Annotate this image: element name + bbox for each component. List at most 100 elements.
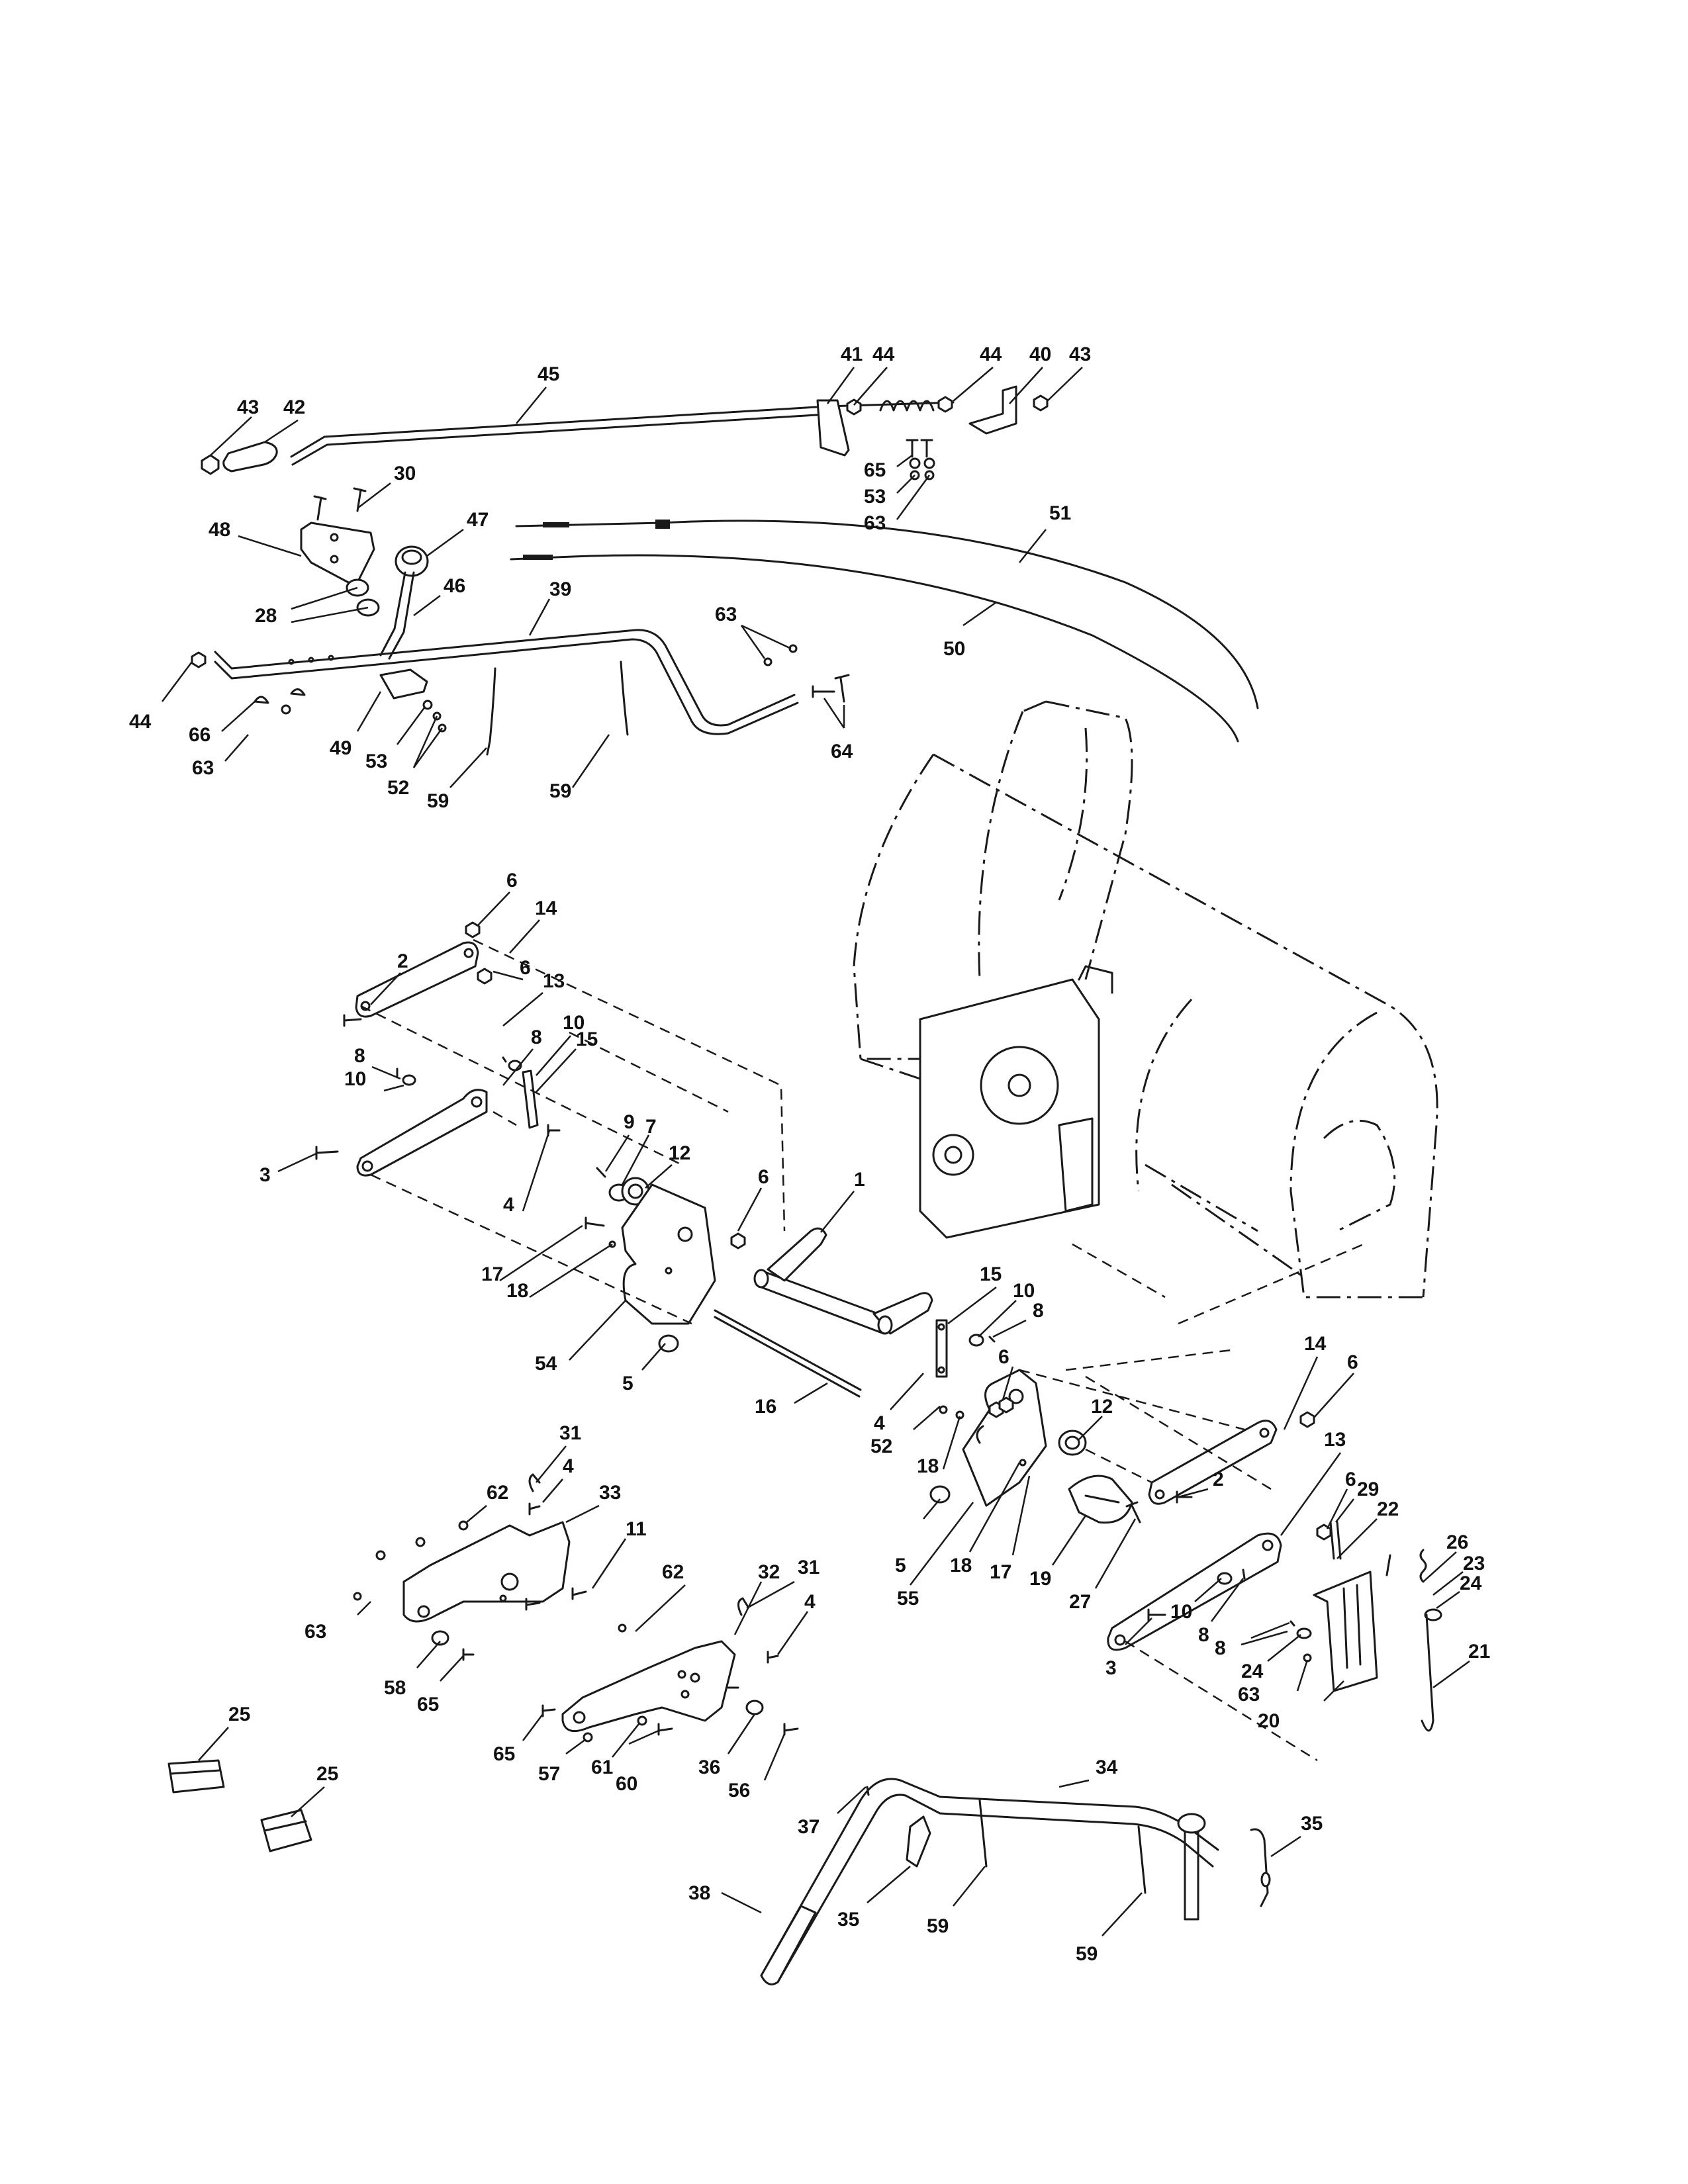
washer-9-7-bushing-12 [596, 1167, 650, 1206]
link-15-left [522, 1069, 539, 1129]
callout-37: 37 [798, 1816, 820, 1838]
callout-3: 3 [1105, 1657, 1117, 1679]
callout-9: 9 [624, 1111, 635, 1133]
cables-59-upper [486, 660, 629, 756]
callout-62: 62 [487, 1482, 508, 1504]
hex-nut-43-right [1033, 394, 1049, 412]
gearbox [919, 965, 1113, 1239]
washer-10-8-lower-right [1217, 1569, 1246, 1585]
callout-29: 29 [1357, 1479, 1379, 1500]
hardware-65-53-63 [906, 439, 935, 480]
skid-shoe-25-left [167, 1759, 225, 1794]
bracket-49 [379, 668, 428, 700]
callout-42: 42 [283, 396, 305, 418]
leader-lines [162, 367, 1470, 1936]
callout-4: 4 [874, 1412, 885, 1434]
callout-15: 15 [576, 1028, 598, 1050]
knob-47 [395, 545, 429, 577]
washer-10-8-right [968, 1334, 996, 1347]
callout-15: 15 [980, 1263, 1002, 1285]
callout-59: 59 [549, 780, 571, 802]
callout-53: 53 [864, 486, 886, 508]
callout-61: 61 [591, 1756, 613, 1778]
callout-44: 44 [872, 343, 895, 365]
callout-45: 45 [538, 363, 559, 385]
callout-54: 54 [535, 1353, 557, 1375]
callout-49: 49 [330, 737, 352, 759]
callout-35: 35 [837, 1909, 859, 1931]
shift-lever-46 [379, 571, 415, 660]
bracket-41 [816, 399, 850, 457]
callout-41: 41 [841, 343, 863, 365]
callout-19: 19 [1029, 1568, 1051, 1590]
callout-24: 24 [1241, 1661, 1264, 1682]
crank-knob-42 [222, 441, 278, 473]
callout-17: 17 [481, 1263, 503, 1285]
link-13-left [356, 1089, 488, 1177]
callout-44: 44 [129, 711, 152, 733]
adjust-bracket-20 [1313, 1570, 1378, 1692]
bolts-64 [763, 644, 850, 703]
callout-34: 34 [1096, 1756, 1118, 1778]
callout-22: 22 [1377, 1498, 1399, 1520]
callout-56: 56 [728, 1780, 750, 1801]
hardware-17-18-left [585, 1216, 616, 1248]
callout-38: 38 [688, 1882, 710, 1904]
bracket-32 [561, 1640, 736, 1733]
callout-31: 31 [559, 1422, 581, 1444]
spring-coupler [879, 400, 935, 412]
assembly-lines [360, 938, 1364, 1762]
callout-18: 18 [950, 1555, 972, 1576]
skid-shoe-25-right [260, 1809, 312, 1852]
bolt-4-left [547, 1124, 561, 1137]
shift-rod-39 [214, 629, 799, 735]
callout-4: 4 [804, 1591, 816, 1613]
handle-34 [760, 1778, 1219, 1985]
callout-4: 4 [503, 1194, 514, 1216]
callout-2: 2 [397, 950, 408, 972]
callout-59: 59 [427, 790, 449, 812]
callout-57: 57 [538, 1763, 560, 1785]
callout-5: 5 [622, 1373, 633, 1394]
callout-27: 27 [1069, 1591, 1091, 1613]
hex-nut-44-top [846, 396, 953, 416]
bolt-2-left [343, 1014, 362, 1027]
callout-65: 65 [417, 1694, 439, 1715]
callout-6: 6 [1345, 1469, 1356, 1490]
callout-28: 28 [255, 605, 277, 627]
callout-60: 60 [616, 1773, 637, 1795]
callout-65: 65 [493, 1743, 515, 1765]
link-13-right [1107, 1532, 1282, 1651]
callout-59: 59 [927, 1915, 949, 1937]
callout-18: 18 [917, 1455, 939, 1477]
callout-62: 62 [662, 1561, 684, 1583]
callout-6: 6 [998, 1346, 1009, 1368]
link-15-right [935, 1319, 948, 1378]
callout-64: 64 [831, 741, 853, 762]
callout-32: 32 [758, 1561, 780, 1583]
bracket-48 [300, 522, 375, 585]
callout-8: 8 [1033, 1300, 1044, 1322]
hex-nut-43-left [201, 454, 220, 475]
rod-16 [714, 1309, 862, 1398]
callout-20: 20 [1258, 1710, 1280, 1732]
callout-44: 44 [980, 343, 1002, 365]
side-plate-54 [621, 1183, 716, 1325]
callout-14: 14 [535, 897, 557, 919]
adjust-screw-21 [1421, 1614, 1434, 1732]
callout-48: 48 [209, 519, 230, 541]
callout-66: 66 [189, 724, 211, 746]
callout-25: 25 [316, 1763, 338, 1785]
nut-6-center [730, 1232, 746, 1250]
bracket-40 [968, 385, 1017, 435]
callout-16: 16 [755, 1396, 776, 1418]
callout-52: 52 [387, 777, 409, 799]
callout-11: 11 [626, 1518, 647, 1540]
callout-2: 2 [1213, 1469, 1224, 1490]
callout-13: 13 [543, 970, 565, 992]
callout-63: 63 [1238, 1684, 1260, 1706]
callout-6: 6 [1347, 1351, 1358, 1373]
callout-7: 7 [645, 1116, 657, 1138]
callout-10: 10 [344, 1068, 366, 1090]
